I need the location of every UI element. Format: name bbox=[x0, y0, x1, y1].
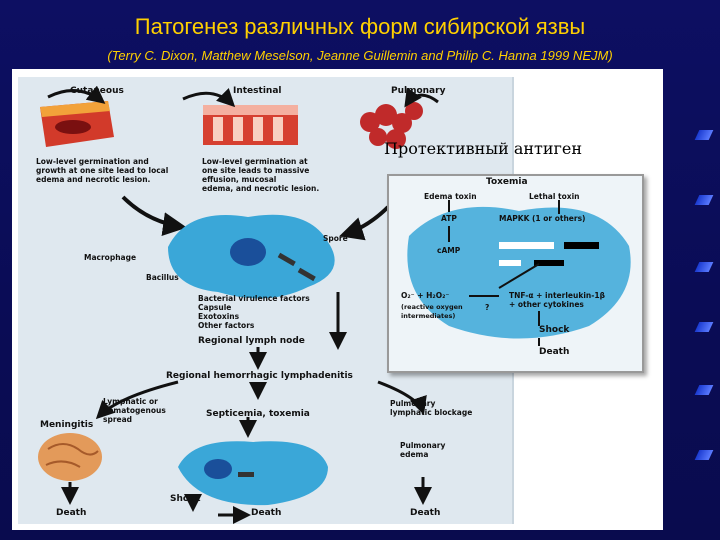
macrophage-cell-illustration bbox=[168, 214, 335, 299]
mapkk-label: MAPKK (1 or others) bbox=[499, 214, 586, 223]
shock-label: Shock bbox=[170, 494, 201, 504]
diagram-graphics bbox=[38, 85, 439, 524]
route-pulmonary-header: Pulmonary bbox=[391, 86, 446, 96]
ros-note: (reactive oxygen intermediates) bbox=[401, 303, 463, 320]
route-intestinal-header: Intestinal bbox=[233, 86, 282, 96]
septicemia-label: Septicemia, toxemia bbox=[206, 409, 310, 419]
protective-antigen-label: Протективный антиген bbox=[384, 139, 583, 158]
bacillus-label: Bacillus bbox=[146, 273, 179, 282]
toxemia-graphics bbox=[407, 200, 631, 346]
intestinal-tissue-illustration bbox=[203, 105, 298, 145]
meningitis-label: Meningitis bbox=[40, 420, 94, 430]
lymph-node-label: Regional lymph node bbox=[198, 336, 305, 346]
lymphatic-spread-label: Lymphatic or hematogenous spread bbox=[103, 397, 166, 424]
lethal-toxin-label: Lethal toxin bbox=[529, 192, 580, 201]
slide-subtitle: (Terry C. Dixon, Matthew Meselson, Jeann… bbox=[107, 48, 613, 63]
brain-illustration bbox=[38, 433, 102, 481]
cutaneous-tissue-illustration bbox=[40, 101, 114, 147]
spore-label: Spore bbox=[323, 234, 348, 243]
toxemia-shock-label: Shock bbox=[539, 325, 570, 335]
slide-title: Патогенез различных форм сибирской язвы bbox=[134, 14, 586, 39]
infected-cell-illustration bbox=[178, 441, 328, 506]
route-intestinal-desc: Low-level germination at one site leads … bbox=[202, 157, 320, 193]
cytokines-label: TNF-α + interleukin-1β + other cytokines bbox=[509, 291, 605, 309]
pulmonary-edema-label: Pulmonary edema bbox=[400, 441, 446, 459]
pulmonary-blockage-label: Pulmonary lymphatic blockage bbox=[390, 399, 473, 417]
atp-label: ATP bbox=[441, 214, 457, 223]
lymphadenitis-label: Regional hemorrhagic lymphadenitis bbox=[166, 371, 353, 381]
camp-label: cAMP bbox=[437, 246, 461, 255]
death-right-label: Death bbox=[410, 508, 441, 518]
pulmonary-alveoli-illustration bbox=[360, 102, 423, 149]
pathogenesis-figure: Cutaneous Intestinal Pulmonary Low-level… bbox=[12, 69, 663, 530]
route-cutaneous-header: Cutaneous bbox=[70, 86, 124, 96]
toxemia-death-label: Death bbox=[539, 347, 570, 357]
virulence-factors-label: Bacterial virulence factors Capsule Exot… bbox=[198, 294, 310, 330]
death-left-label: Death bbox=[56, 508, 87, 518]
ros-label: O₂⁻ + H₂O₂⁻ bbox=[401, 291, 450, 300]
toxemia-title: Toxemia bbox=[486, 177, 528, 187]
question-mark: ? bbox=[485, 303, 490, 312]
death-middle-label: Death bbox=[251, 508, 282, 518]
toxemia-inset: Toxemia Edema toxin Lethal toxin ATP MAP… bbox=[387, 174, 644, 373]
macrophage-label: Macrophage bbox=[84, 253, 137, 262]
route-cutaneous-desc: Low-level germination and growth at one … bbox=[36, 157, 169, 184]
edema-toxin-label: Edema toxin bbox=[424, 192, 477, 201]
